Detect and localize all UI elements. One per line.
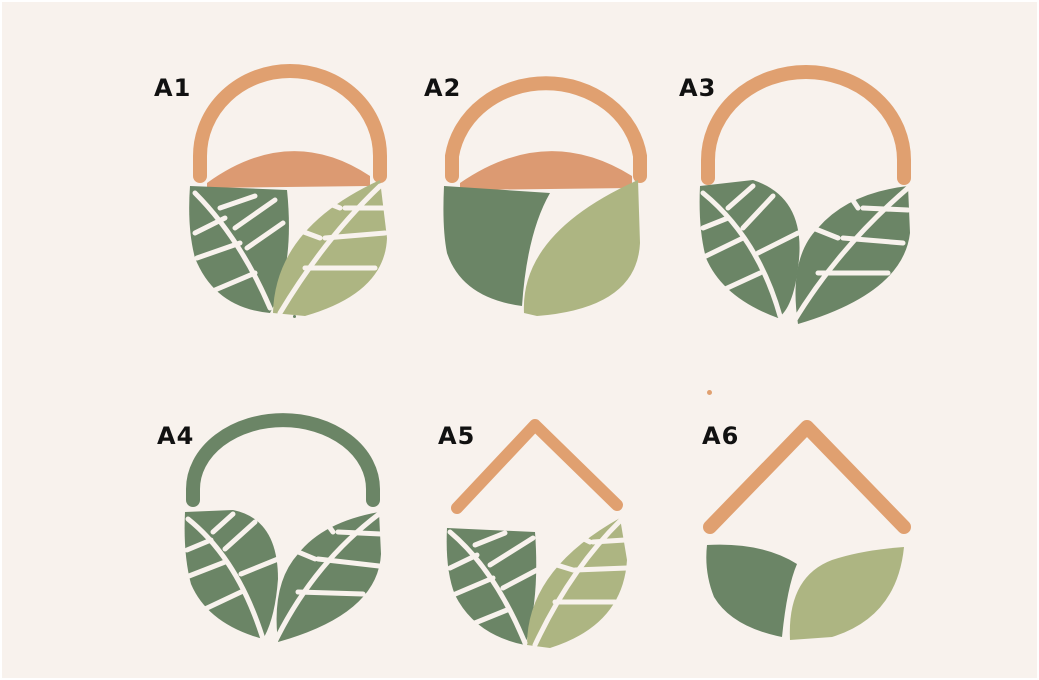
variant-label-a2: A2 <box>424 74 462 102</box>
roof-handle-icon <box>451 419 623 514</box>
light-leaf-icon <box>789 547 904 640</box>
leaf-veins <box>700 183 911 326</box>
basket-handle-icon <box>701 65 911 185</box>
speck <box>293 315 296 318</box>
basket-handle-icon <box>186 413 380 507</box>
dark-leaf-right-icon <box>795 186 910 324</box>
dark-leaf-icon <box>443 186 550 306</box>
leaf-veins <box>184 511 384 645</box>
variant-label-a1: A1 <box>154 74 192 102</box>
roof-handle-icon <box>703 420 911 534</box>
leaf-veins <box>447 517 630 648</box>
basket-logo-a2 <box>443 76 647 316</box>
fruit-icon <box>460 151 632 190</box>
leaf-veins <box>192 183 388 316</box>
basket-logo-a4 <box>184 413 384 645</box>
variant-label-a4: A4 <box>157 422 195 450</box>
basket-logo-a6 <box>703 420 911 640</box>
basket-logo-a1 <box>189 64 388 316</box>
variant-label-a3: A3 <box>679 74 717 102</box>
basket-handle-icon <box>445 76 647 183</box>
basket-handle-icon <box>193 64 387 183</box>
fruit-icon <box>207 151 370 188</box>
basket-logo-a3 <box>699 65 911 326</box>
speck <box>707 390 712 395</box>
dark-leaf-icon <box>706 544 797 637</box>
variant-label-a5: A5 <box>438 422 476 450</box>
variant-label-a6: A6 <box>702 422 740 450</box>
basket-logo-a5 <box>446 419 630 648</box>
light-leaf-icon <box>523 180 640 316</box>
dark-leaf-right-icon <box>276 512 381 642</box>
